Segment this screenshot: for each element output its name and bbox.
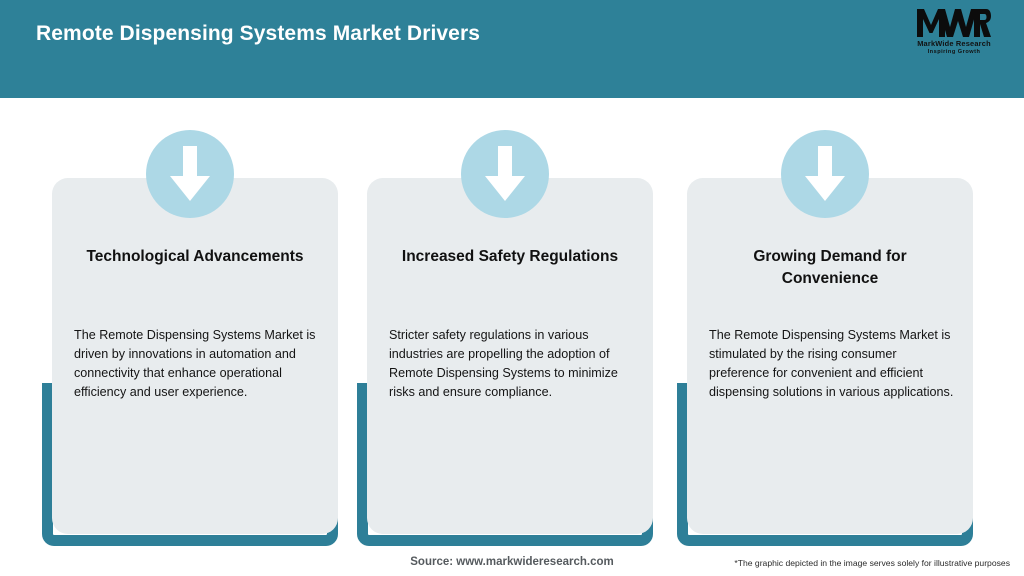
card-body-text: Stricter safety regulations in various i…	[389, 328, 618, 399]
source-label: Source: www.markwideresearch.com	[410, 556, 614, 568]
down-arrow-glyph	[805, 146, 845, 201]
cards-stage: Technological Advancements The Remote Di…	[0, 98, 1024, 576]
down-arrow-icon	[146, 130, 234, 218]
card-title: Growing Demand for Convenience	[753, 248, 907, 287]
logo-company-name: MarkWide Research	[917, 39, 991, 48]
down-arrow-icon	[781, 130, 869, 218]
brand-logo: MarkWide Research Inspiring Growth	[902, 8, 1006, 62]
mwr-logo-icon	[917, 9, 991, 37]
down-arrow-icon	[461, 130, 549, 218]
driver-card-3: Growing Demand for Convenience The Remot…	[677, 98, 973, 558]
page-header: Remote Dispensing Systems Market Drivers…	[0, 0, 1024, 98]
card-panel: Increased Safety Regulations Stricter sa…	[367, 178, 653, 534]
down-arrow-glyph	[485, 146, 525, 201]
driver-card-2: Increased Safety Regulations Stricter sa…	[357, 98, 653, 558]
down-arrow-glyph	[170, 146, 210, 201]
card-panel: Technological Advancements The Remote Di…	[52, 178, 338, 534]
page-title: Remote Dispensing Systems Market Drivers	[36, 22, 481, 45]
driver-card-1: Technological Advancements The Remote Di…	[42, 98, 338, 558]
disclaimer-label: *The graphic depicted in the image serve…	[734, 558, 1010, 568]
card-panel: Growing Demand for Convenience The Remot…	[687, 178, 973, 534]
card-body-text: The Remote Dispensing Systems Market is …	[74, 328, 316, 399]
card-title: Technological Advancements	[86, 248, 304, 265]
logo-tagline: Inspiring Growth	[927, 49, 981, 55]
card-body-text: The Remote Dispensing Systems Market is …	[709, 328, 954, 399]
card-title: Increased Safety Regulations	[401, 248, 619, 265]
